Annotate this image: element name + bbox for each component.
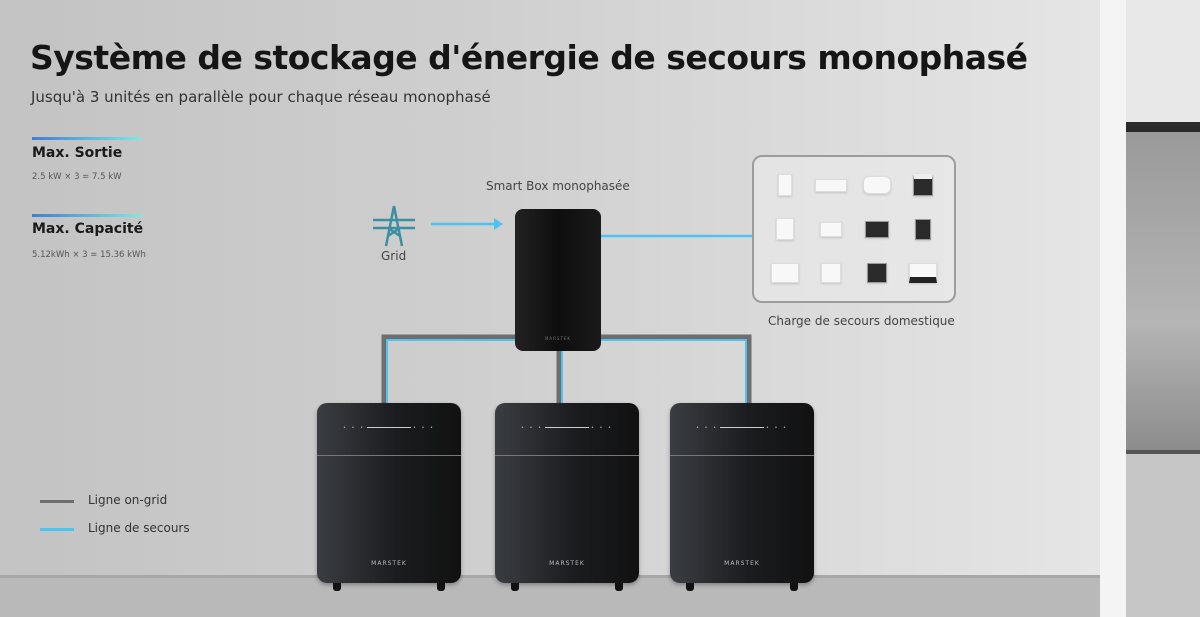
backup-load-panel bbox=[752, 155, 956, 303]
battery-unit: • • •• • • MARSTEK bbox=[495, 403, 639, 591]
tablet-icon bbox=[902, 209, 944, 249]
monitor-icon bbox=[856, 209, 898, 249]
spec-capacity-value: 5.12kWh × 3 = 15.36 kWh bbox=[32, 250, 146, 260]
washing-machine-icon bbox=[764, 209, 806, 249]
grid-label: Grid bbox=[381, 249, 407, 263]
printer-icon bbox=[902, 253, 944, 293]
spec-capacity-label: Max. Capacité bbox=[32, 221, 144, 237]
spec-output-label: Max. Sortie bbox=[32, 145, 123, 161]
textured-wall bbox=[1126, 0, 1200, 125]
legend-backup-line bbox=[40, 528, 74, 531]
legend-ongrid-label: Ligne on-grid bbox=[88, 493, 168, 507]
grid-icon bbox=[373, 205, 415, 247]
window bbox=[1126, 122, 1200, 454]
load-label: Charge de secours domestique bbox=[768, 314, 955, 328]
router-icon bbox=[810, 209, 852, 249]
accent-bar bbox=[32, 137, 142, 140]
desktop-computer-icon bbox=[764, 253, 806, 293]
refrigerator-icon bbox=[764, 165, 806, 205]
microwave-icon bbox=[856, 253, 898, 293]
wall-panel bbox=[1100, 0, 1126, 617]
brand-logo: MARSTEK bbox=[724, 560, 760, 567]
brand-logo: MARSTEK bbox=[544, 336, 572, 341]
coffee-machine-icon bbox=[810, 253, 852, 293]
page-title: Système de stockage d'énergie de secours… bbox=[30, 38, 1028, 77]
smart-box-device: MARSTEK bbox=[515, 209, 601, 351]
accent-bar bbox=[32, 214, 142, 217]
floor-outside bbox=[1126, 454, 1200, 617]
arrow-head-icon bbox=[494, 218, 503, 230]
smartbox-label: Smart Box monophasée bbox=[486, 179, 630, 193]
battery-unit: • • •• • • MARSTEK bbox=[317, 403, 461, 591]
legend-ongrid-line bbox=[40, 500, 74, 503]
page-subtitle: Jusqu'à 3 unités en parallèle pour chaqu… bbox=[31, 88, 491, 106]
air-conditioner-icon bbox=[810, 165, 852, 205]
battery-unit: • • •• • • MARSTEK bbox=[670, 403, 814, 591]
water-heater-icon bbox=[856, 165, 898, 205]
legend-backup-label: Ligne de secours bbox=[88, 521, 190, 535]
brand-logo: MARSTEK bbox=[371, 560, 407, 567]
brand-logo: MARSTEK bbox=[549, 560, 585, 567]
oven-icon bbox=[902, 165, 944, 205]
spec-output-value: 2.5 kW × 3 = 7.5 kW bbox=[32, 172, 122, 182]
